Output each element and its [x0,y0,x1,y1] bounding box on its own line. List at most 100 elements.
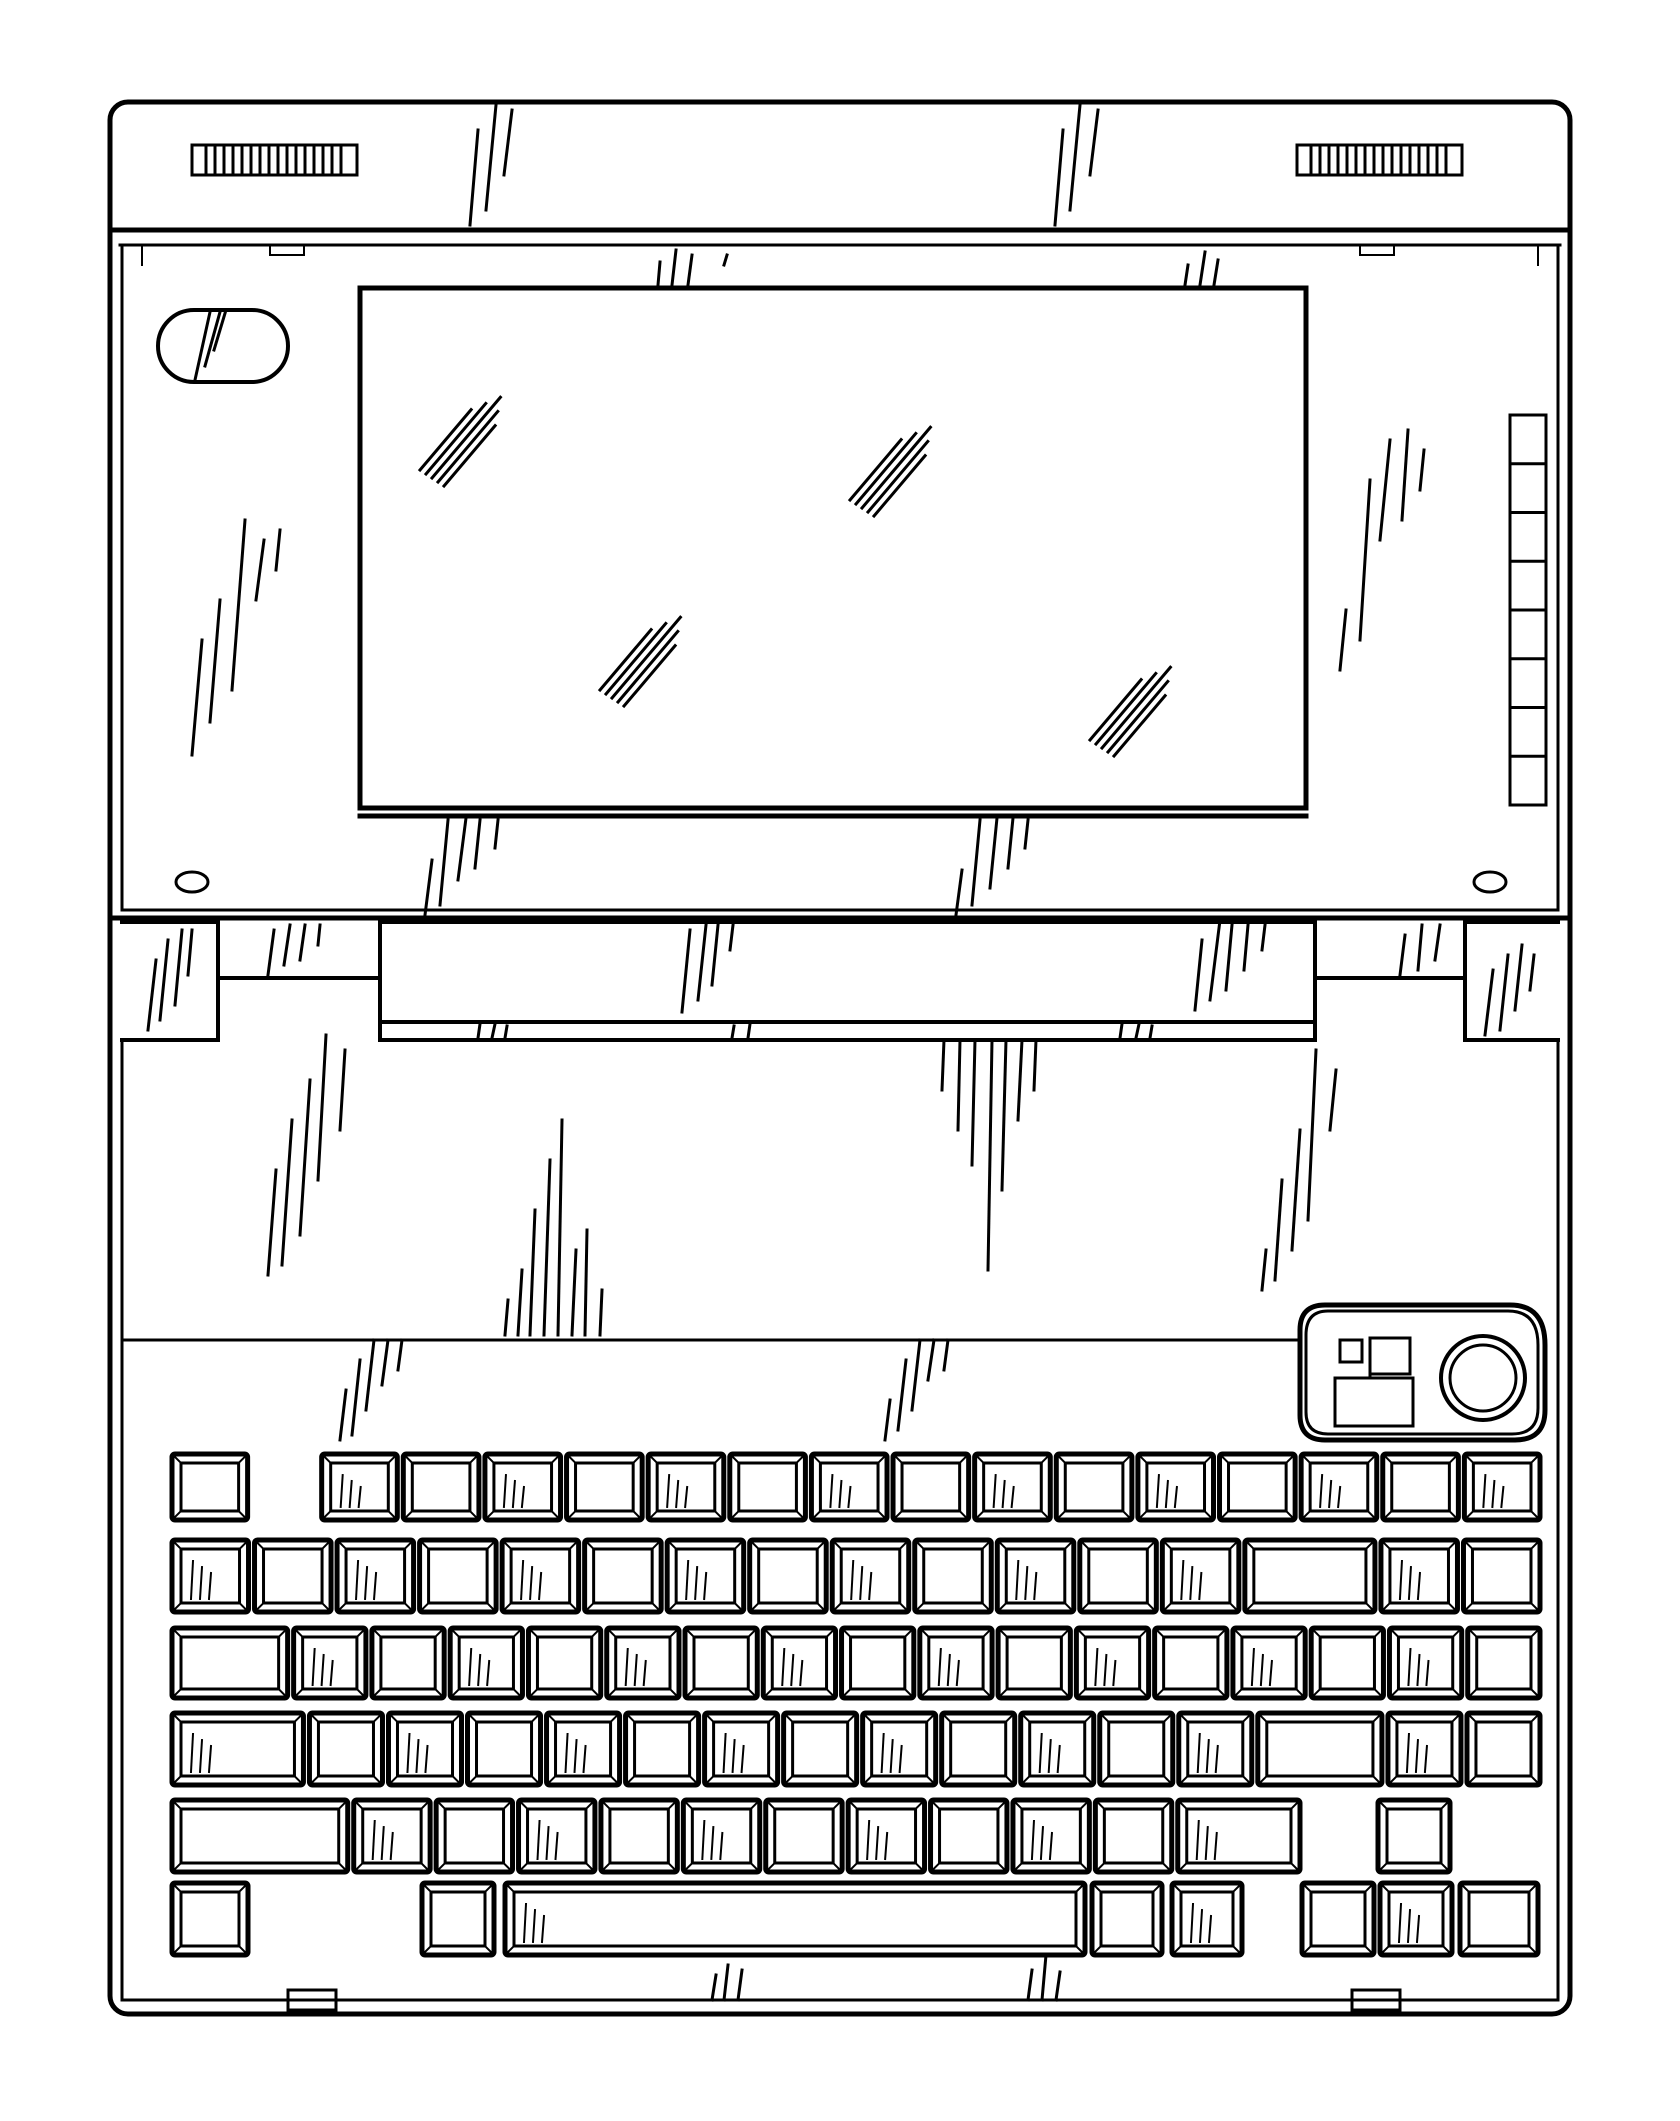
keyboard-key [516,1797,598,1875]
keyboard-key [1299,1880,1377,1958]
keyboard-key [727,1451,808,1523]
keyboard-key [781,1710,860,1788]
keyboard-key [369,1625,447,1701]
keyboard-key [1053,1451,1135,1523]
keyboard-key [682,1625,760,1701]
glare-line [1087,677,1144,743]
keyboard-key [499,1537,582,1615]
keyboard-key [702,1710,781,1788]
glare-line [621,643,678,709]
glare-line [441,423,498,489]
keyboard-key [169,1797,351,1875]
screw-hole-right [1472,870,1508,894]
keyboard-key [860,1710,939,1788]
keyboard-key [917,1625,995,1701]
speaker-grille-right [1295,143,1464,177]
keyboard-key [1298,1451,1380,1523]
keyboard-key [1152,1625,1230,1701]
glare-line [1093,671,1158,747]
trackball-ring [1439,1334,1527,1422]
side-button-column [1508,413,1548,807]
keyboard-key [502,1880,1088,1958]
display-lid [107,243,1573,921]
keyboard-key [400,1451,482,1523]
keyboard-key [664,1537,747,1615]
keyboard-key [1073,1625,1152,1701]
keyboard-key [1375,1797,1453,1875]
keyboard-key [1169,1880,1245,1958]
keyboard-key [306,1710,385,1788]
trackball-ball [1448,1343,1518,1413]
keyboard-key [169,1710,306,1788]
glare-line [603,621,668,697]
keyboard-key [1092,1797,1175,1875]
keyboard-key [763,1797,845,1875]
glare-line [423,401,488,477]
speaker-grille-right-slats [1309,146,1448,174]
keyboard-key [351,1797,433,1875]
glare-line [597,627,654,693]
glare-line [1099,665,1173,751]
keyboard-key [385,1710,465,1788]
hinge-section [120,920,1560,1042]
keyboard-key [1465,1625,1543,1701]
keyboard-key [1461,1451,1543,1523]
keyboard-key [1308,1625,1386,1701]
keyboard-key [972,1451,1053,1523]
keyboard-key [604,1625,682,1701]
keyboard-key [890,1451,972,1523]
glare-line [429,395,503,481]
keyboard-key [839,1625,917,1701]
speaker-grille-left [190,143,359,177]
keyboard-key [169,1537,252,1615]
keyboard-key [760,1625,839,1701]
keyboard-key [1176,1710,1255,1788]
keyboard-key [1097,1710,1176,1788]
keyboard-key [623,1710,702,1788]
power-switch [156,308,290,384]
keyboard-key [939,1710,1018,1788]
keyboard-key [447,1625,525,1701]
glare-line [417,407,474,473]
keyboard-key [482,1451,564,1523]
keyboard-key [582,1537,664,1615]
glare-line [435,409,500,485]
keyboard-key [334,1537,417,1615]
glare-line [1105,679,1170,755]
keyboard-key [747,1537,829,1615]
keyboard-key [1242,1537,1378,1615]
keyboard-bottom-row [169,1880,1541,1958]
keyboard-key [845,1797,928,1875]
glare-line [1111,693,1168,759]
keyboard-key [1159,1537,1242,1615]
keyboard-key [995,1625,1073,1701]
keyboard-key [1380,1451,1461,1523]
keyboard-key [1386,1625,1465,1701]
glare-line [865,439,930,515]
glare-line [847,437,904,503]
keyboard-key [598,1797,680,1875]
keyboard-key [1377,1880,1455,1958]
keyboard-key [1175,1797,1303,1875]
keyboard-key [1018,1710,1097,1788]
keyboard-key [829,1537,912,1615]
keyboard-key [680,1797,763,1875]
keyboard-key [1460,1537,1543,1615]
keyboard-key [417,1537,499,1615]
keyboard-key [1217,1451,1298,1523]
top-hinge-band [107,103,1573,247]
laptop-body-outline [107,99,1573,2017]
trackball-button-small-1 [1338,1338,1364,1364]
trackball-button-large [1333,1376,1415,1428]
glare-line [871,453,928,519]
screw-hole-left [174,870,210,894]
screen [357,285,1309,811]
keyboard-key [252,1537,334,1615]
keyboard-key [808,1451,890,1523]
keyboard-key [1385,1710,1464,1788]
keyboard-key [1378,1537,1460,1615]
keyboard-key [645,1451,727,1523]
keyboard-key [169,1880,251,1958]
keyboard-key [465,1710,544,1788]
